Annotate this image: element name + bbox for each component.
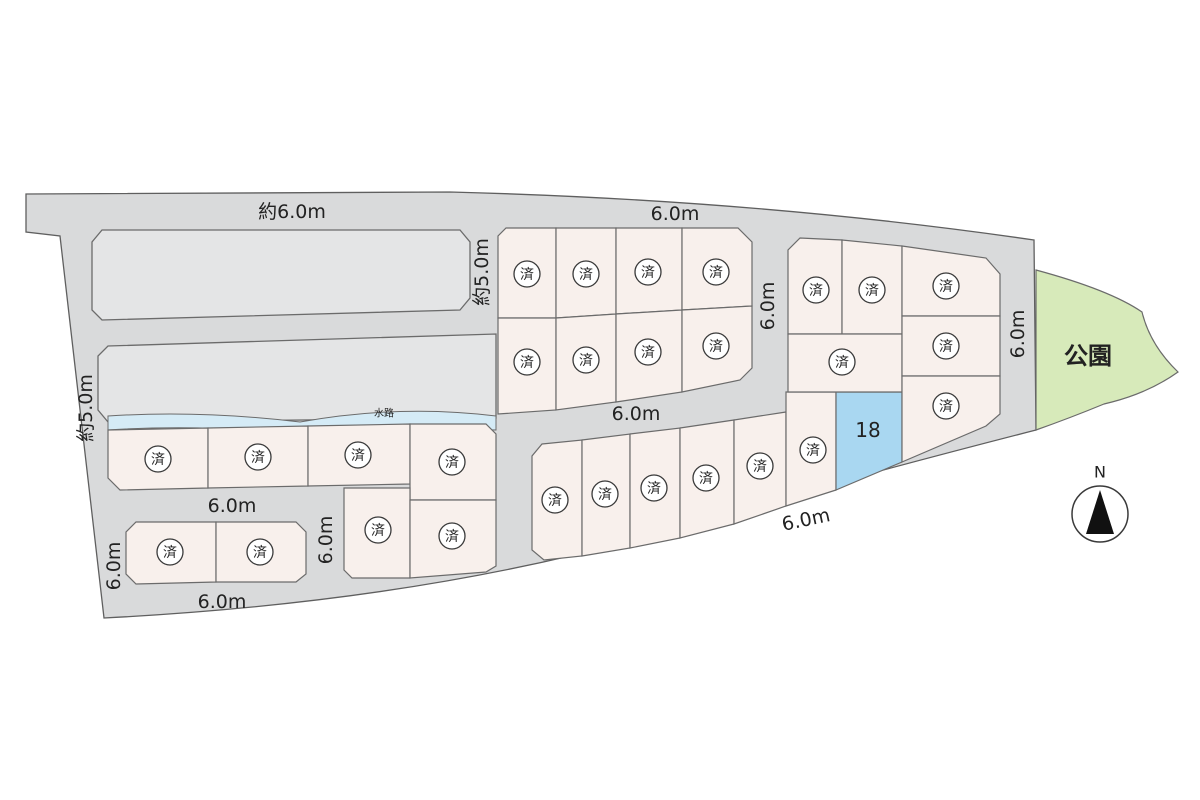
sold-badge-circle xyxy=(513,348,541,376)
sold-badge-text: 済 xyxy=(709,339,723,355)
road-label-right-vertical-b: 6.0m xyxy=(1007,310,1029,359)
lot xyxy=(901,375,1001,463)
sold-badge-text: 済 xyxy=(251,450,265,466)
sold-badge-text: 済 xyxy=(579,353,593,369)
sold-badge-text: 済 xyxy=(939,399,953,415)
park-label: 公園 xyxy=(1064,342,1112,370)
sold-badge-circle xyxy=(702,332,730,360)
sold-badge-text: 済 xyxy=(753,459,767,475)
road-label-top-left: 約6.0m xyxy=(258,201,326,223)
sold-badge-text: 済 xyxy=(939,279,953,295)
sold-badge-circle xyxy=(802,276,830,304)
sold-badge-circle xyxy=(799,436,827,464)
lot-18-number[interactable]: 18 xyxy=(855,418,880,442)
road-label-left-vertical: 約5.0m xyxy=(75,374,97,442)
sold-badge-circle xyxy=(634,338,662,366)
sold-badge-text: 済 xyxy=(598,487,612,503)
sold-badge-circle xyxy=(932,332,960,360)
sold-badge-circle xyxy=(438,448,466,476)
road-label-small-vertical-left: 6.0m xyxy=(103,542,125,591)
north-arrow: N xyxy=(1071,463,1129,543)
sold-badge-text: 済 xyxy=(253,545,267,561)
sold-badge-circle xyxy=(640,474,668,502)
sold-badge-text: 済 xyxy=(835,355,849,371)
waterway-label: 水路 xyxy=(374,407,394,420)
sold-badge-text: 済 xyxy=(163,545,177,561)
sold-badge-text: 済 xyxy=(809,283,823,299)
road-label-top-right: 6.0m xyxy=(651,203,700,225)
road-label-mid-vertical: 約5.0m xyxy=(471,238,493,306)
sold-badge-text: 済 xyxy=(520,267,534,283)
north-arrow-icon xyxy=(1086,490,1114,534)
sold-badge-text: 済 xyxy=(865,283,879,299)
sold-badge-circle xyxy=(746,452,774,480)
sold-badge-circle xyxy=(572,346,600,374)
road-label-right-vertical-a: 6.0m xyxy=(757,282,779,331)
block-middle-left xyxy=(97,333,497,423)
sold-badge-circle xyxy=(932,272,960,300)
sold-badge-circle xyxy=(858,276,886,304)
sold-badge-text: 済 xyxy=(647,481,661,497)
sold-badge-circle xyxy=(513,260,541,288)
sold-badge-text: 済 xyxy=(520,355,534,371)
sold-badge-circle xyxy=(572,260,600,288)
sold-badge-circle xyxy=(246,538,274,566)
sold-badge-circle xyxy=(702,258,730,286)
block-top-left xyxy=(91,229,471,321)
sold-badge-circle xyxy=(932,392,960,420)
sold-badge-text: 済 xyxy=(579,267,593,283)
sold-badge-text: 済 xyxy=(806,443,820,459)
sold-badge-text: 済 xyxy=(151,452,165,468)
sold-badge-text: 済 xyxy=(641,265,655,281)
sold-badges: 済済済済済済済済済済済済済済済済済済済済済済済済済済済済 xyxy=(144,258,960,566)
sold-badge-text: 済 xyxy=(699,471,713,487)
sold-badge-circle xyxy=(344,441,372,469)
sold-badge-text: 済 xyxy=(371,523,385,539)
sold-badge-text: 済 xyxy=(548,493,562,509)
sold-badge-circle xyxy=(438,522,466,550)
road-label-left-middle: 6.0m xyxy=(208,495,257,517)
sold-badge-text: 済 xyxy=(351,448,365,464)
sold-badge-circle xyxy=(634,258,662,286)
sold-badge-text: 済 xyxy=(709,265,723,281)
sold-badge-text: 済 xyxy=(641,345,655,361)
sold-badge-text: 済 xyxy=(939,339,953,355)
park-area xyxy=(1035,269,1179,431)
sold-badge-circle xyxy=(828,348,856,376)
north-label: N xyxy=(1094,463,1106,482)
road-label-bottom-left: 6.0m xyxy=(198,591,247,613)
sold-badge-circle xyxy=(364,516,392,544)
sold-badge-circle xyxy=(591,480,619,508)
road-label-bottom-diag: 6.0m xyxy=(780,504,832,536)
road-label-small-vertical-mid: 6.0m xyxy=(315,516,337,565)
road-label-center: 6.0m xyxy=(612,403,661,425)
sold-badge-text: 済 xyxy=(445,455,459,471)
sold-badge-circle xyxy=(144,445,172,473)
sold-badge-circle xyxy=(156,538,184,566)
sold-badge-circle xyxy=(541,486,569,514)
sold-badge-circle xyxy=(244,443,272,471)
sold-badge-circle xyxy=(692,464,720,492)
sold-badge-text: 済 xyxy=(445,529,459,545)
